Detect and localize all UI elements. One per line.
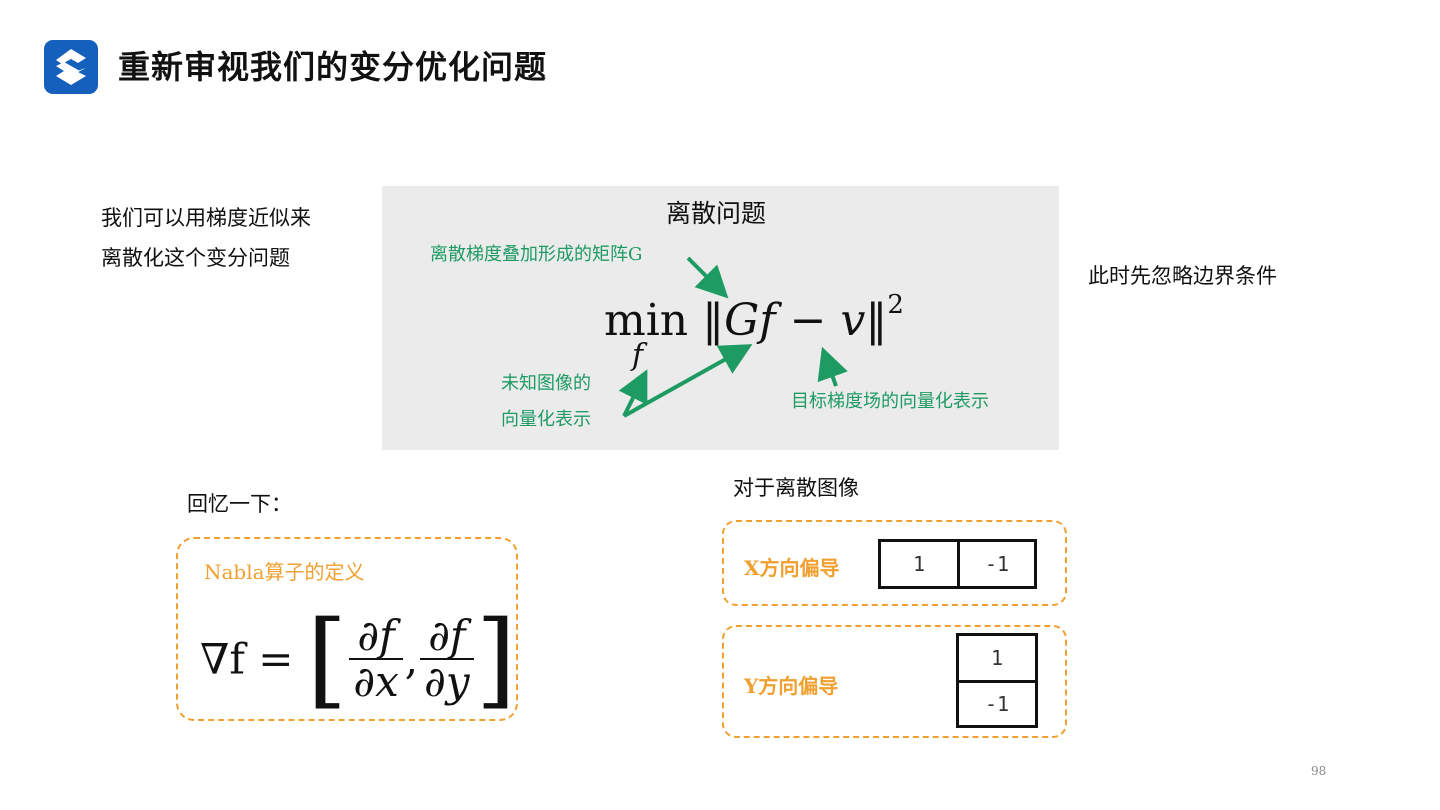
y-derivative-box <box>722 625 1067 738</box>
logo <box>44 40 98 94</box>
formula-f: f <box>759 295 776 346</box>
annotation-unknown-image: 未知图像的 向量化表示 <box>501 366 591 438</box>
y-kernel-cell-2: -1 <box>956 680 1038 728</box>
intro-line-1: 我们可以用梯度近似来 <box>101 206 311 230</box>
intro-text: 我们可以用梯度近似来 离散化这个变分问题 <box>101 198 311 278</box>
formula-v: v <box>840 295 866 346</box>
nabla-formula: ∇f = [∂f∂x,∂f∂y] <box>200 598 516 720</box>
fraction-dx-denominator: ∂x <box>353 657 399 706</box>
arrow-to-v <box>817 346 848 387</box>
formula-min: min <box>604 295 689 346</box>
nabla-comma: , <box>404 634 419 684</box>
formula-min-subscript: f <box>632 338 644 373</box>
x-derivative-label: X方向偏导 <box>744 556 840 580</box>
formula-panel <box>382 186 1059 450</box>
y-kernel-cell-1: 1 <box>956 633 1038 683</box>
s-logo-icon <box>56 49 86 85</box>
fraction-dy: ∂f∂y <box>420 614 474 706</box>
formula-norm-close: ‖ <box>865 295 888 346</box>
page-number: 98 <box>1311 764 1327 778</box>
recall-label: 回忆一下： <box>187 492 292 516</box>
bracket-right: ] <box>475 598 517 720</box>
fraction-dx: ∂f∂x <box>349 614 403 706</box>
annotation-unknown-line-2: 向量化表示 <box>501 409 591 430</box>
page-title: 重新审视我们的变分优化问题 <box>118 48 548 86</box>
arrow-to-f-body <box>623 344 753 418</box>
discrete-image-title: 对于离散图像 <box>733 476 859 500</box>
bracket-left: [ <box>306 598 348 720</box>
nabla-definition-box <box>176 537 518 721</box>
nabla-lhs: ∇f = <box>200 634 294 684</box>
formula-minus: − <box>789 295 827 346</box>
nabla-label: Nabla算子的定义 <box>204 560 365 584</box>
x-kernel-cell-1: 1 <box>878 539 960 589</box>
x-derivative-box <box>722 520 1067 606</box>
y-derivative-label: Y方向偏导 <box>744 674 839 698</box>
x-kernel-cell-2: -1 <box>957 539 1037 589</box>
annotation-unknown-line-1: 未知图像的 <box>501 373 591 394</box>
optimization-formula: min ‖Gf − v‖2 <box>604 290 904 346</box>
intro-line-2: 离散化这个变分问题 <box>101 246 290 270</box>
panel-title: 离散问题 <box>666 199 767 228</box>
fraction-dx-numerator: ∂f <box>349 614 403 660</box>
formula-norm-open: ‖ <box>702 295 725 346</box>
fraction-dy-numerator: ∂f <box>420 614 474 660</box>
formula-power: 2 <box>887 290 904 320</box>
fraction-dy-denominator: ∂y <box>424 657 470 706</box>
arrow-to-g <box>686 256 729 299</box>
boundary-note: 此时先忽略边界条件 <box>1088 264 1277 288</box>
annotation-matrix-g: 离散梯度叠加形成的矩阵G <box>430 244 643 265</box>
arrow-to-f-sub <box>618 369 648 417</box>
annotation-target-gradient: 目标梯度场的向量化表示 <box>791 391 989 412</box>
formula-g: G <box>724 295 760 346</box>
